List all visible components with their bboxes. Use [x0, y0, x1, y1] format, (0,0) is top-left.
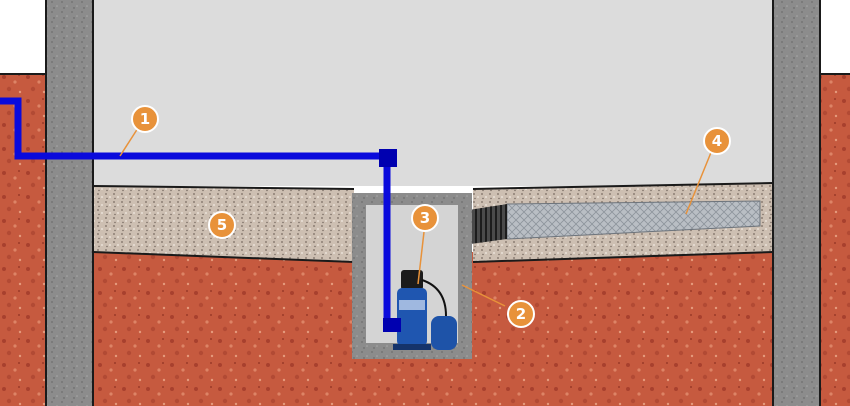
leader-4	[685, 149, 713, 215]
leader-3	[417, 231, 425, 285]
wall-left	[46, 0, 93, 406]
svg-text:3: 3	[420, 209, 430, 227]
submersible-pump	[383, 270, 457, 350]
marker-1: 1	[131, 105, 159, 133]
discharge-pipe	[0, 97, 391, 325]
marker-4: 4	[703, 127, 731, 155]
marker-3: 3	[411, 204, 439, 232]
soil-right	[820, 74, 850, 406]
soil-left	[0, 74, 46, 406]
leader-1	[119, 127, 139, 157]
gravel-bottom-right	[472, 251, 774, 263]
wall-right	[773, 0, 820, 406]
gravel-bottom-left	[92, 251, 355, 263]
floor-line-right	[472, 182, 774, 190]
leader-2	[461, 284, 506, 307]
svg-text:2: 2	[516, 305, 526, 323]
pipe-elbow	[379, 149, 397, 167]
floor-line-left	[92, 185, 355, 190]
marker-2: 2	[507, 300, 535, 328]
svg-text:5: 5	[217, 216, 227, 234]
marker-5: 5	[208, 211, 236, 239]
svg-text:1: 1	[140, 110, 150, 128]
svg-text:4: 4	[712, 132, 722, 150]
